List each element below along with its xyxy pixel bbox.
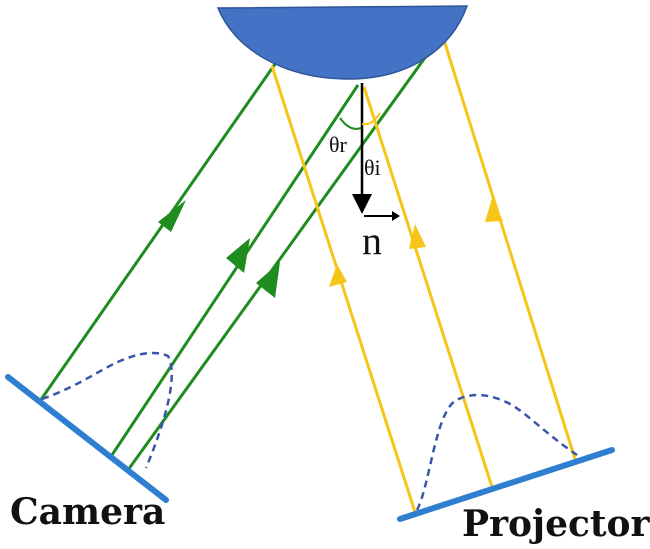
camera-label: Camera (10, 491, 165, 533)
incident-ray-1 (270, 65, 417, 513)
incident-arrowhead-1 (329, 264, 347, 287)
incident-ray-2 (362, 86, 494, 488)
reflected-arrowhead-1 (158, 200, 186, 232)
reflected-arrowhead-2 (226, 238, 250, 273)
angle-arc-i (361, 112, 381, 126)
incident-rays (270, 36, 577, 513)
normal-vector-overbar-head (392, 211, 400, 221)
normal-label: n (362, 218, 382, 263)
projector-label: Projector (462, 503, 650, 545)
incident-arrowhead-2 (409, 224, 426, 249)
reflected-rays (38, 40, 439, 471)
theta-i-label: θi (364, 155, 381, 180)
normal-vector (339, 83, 400, 221)
camera-profile-curve (41, 351, 174, 469)
theta-r-label: θr (329, 132, 348, 157)
reflected-ray-2 (108, 84, 360, 459)
hemisphere-object-icon (216, 5, 469, 80)
reflected-ray-3 (126, 40, 439, 471)
reflected-ray-1 (38, 63, 277, 402)
projector-profile-curve (415, 393, 578, 511)
incident-ray-3 (441, 36, 577, 460)
camera-sensor-plane-icon (5, 374, 169, 503)
incident-arrowhead-3 (485, 198, 503, 222)
angle-arc-r (339, 117, 362, 130)
camera-group (5, 351, 174, 503)
projector-plane-icon (397, 447, 615, 522)
reflected-arrowhead-3 (256, 262, 280, 298)
projector-group (397, 393, 615, 522)
